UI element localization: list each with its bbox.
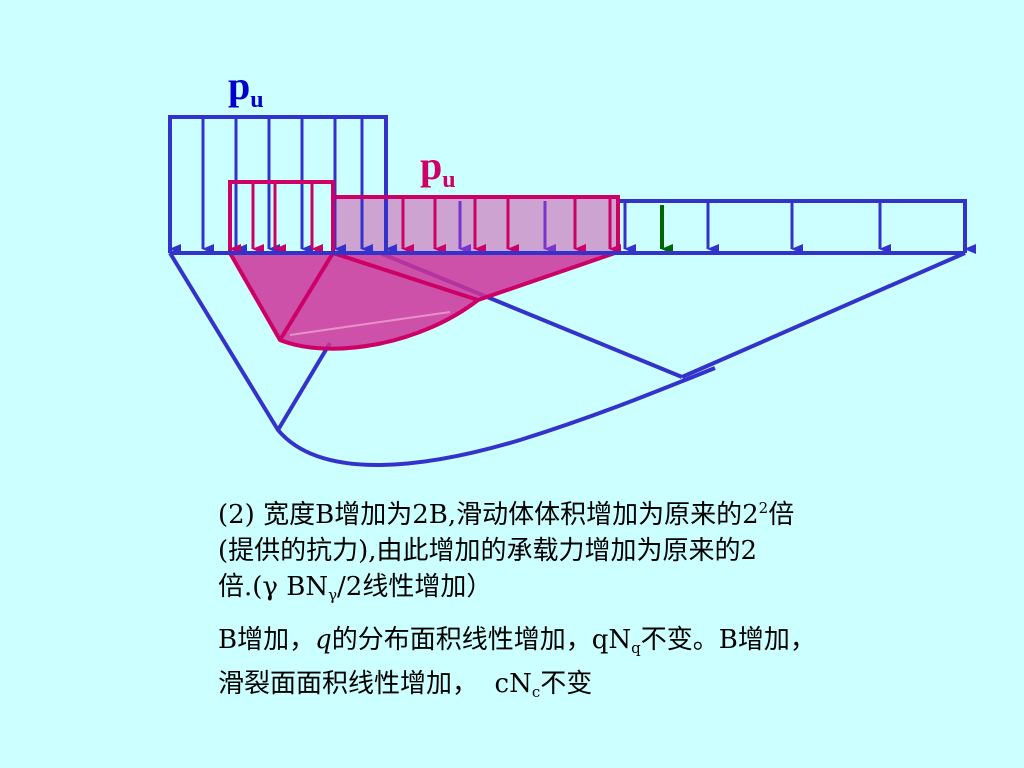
para2-line2-end: 不变 <box>540 669 593 699</box>
label-p: p <box>420 143 443 188</box>
small-inner-line <box>289 311 451 336</box>
para2-line2-text: 滑裂面面积线性增加， cN <box>218 669 532 699</box>
blue-overburden-arrows <box>623 201 976 254</box>
small-failure-wedge <box>228 251 617 351</box>
small-failure-mechanism <box>228 251 617 351</box>
explanation-paragraph-2: B增加，q的分布面积线性增加，qNq不变。B增加， 滑裂面面积线性增加， cNc… <box>218 622 978 710</box>
large-radial-line-1 <box>276 341 332 432</box>
subscript-c: c <box>531 683 541 701</box>
pink-surcharge-arrows <box>401 197 621 254</box>
para1-line3-end: /2线性增加） <box>337 572 493 602</box>
para1-line3-text: 倍.(γ BN <box>218 572 329 602</box>
pink-surcharge-load <box>333 195 621 254</box>
pink-surcharge-frame <box>333 195 620 253</box>
large-passive-line <box>681 251 966 379</box>
pink-footing-frame <box>228 180 335 253</box>
purple-overlap-arrows <box>458 201 556 254</box>
para1-line3: 倍.(γ BNγ/2线性增加） <box>218 569 978 613</box>
pink-footing-arrows <box>228 182 323 254</box>
para1-line1: (2) 宽度B增加为2B,滑动体体积增加为原来的22倍 <box>218 490 978 533</box>
para2-line2: 滑裂面面积线性增加， cNc不变 <box>218 666 978 710</box>
blue-overburden-load <box>618 199 976 254</box>
label-u: u <box>250 87 264 113</box>
subscript-gamma: γ <box>328 586 338 604</box>
para2-line1-mid: 的分布面积线性增加，qN <box>331 625 632 655</box>
superscript-2: 2 <box>758 499 769 517</box>
para2-line1: B增加，q的分布面积线性增加，qNq不变。B增加， <box>218 622 978 666</box>
para1-line2: (提供的抗力),由此增加的承载力增加为原来的2 <box>218 536 758 566</box>
label-pu-pink: pu <box>420 143 456 193</box>
label-pu-blue: pu <box>228 63 264 113</box>
small-radial-line-2 <box>332 251 479 302</box>
large-failure-outline <box>168 251 716 467</box>
para2-line1-end: 不变。B增加， <box>640 625 816 655</box>
explanation-paragraph-1: (2) 宽度B增加为2B,滑动体体积增加为原来的22倍 (提供的抗力),由此增加… <box>218 490 978 613</box>
para2-line1-text: B增加， <box>218 625 316 655</box>
small-radial-line-1 <box>278 251 335 342</box>
label-p: p <box>228 63 251 108</box>
para1-line1-text: (2) 宽度B增加为2B,滑动体体积增加为原来的2 <box>218 500 759 530</box>
pink-footing-load <box>228 180 335 254</box>
subscript-q: q <box>631 639 641 657</box>
italic-q: q <box>315 625 332 655</box>
label-u: u <box>442 167 456 193</box>
para1-line1-end: 倍 <box>768 500 795 530</box>
